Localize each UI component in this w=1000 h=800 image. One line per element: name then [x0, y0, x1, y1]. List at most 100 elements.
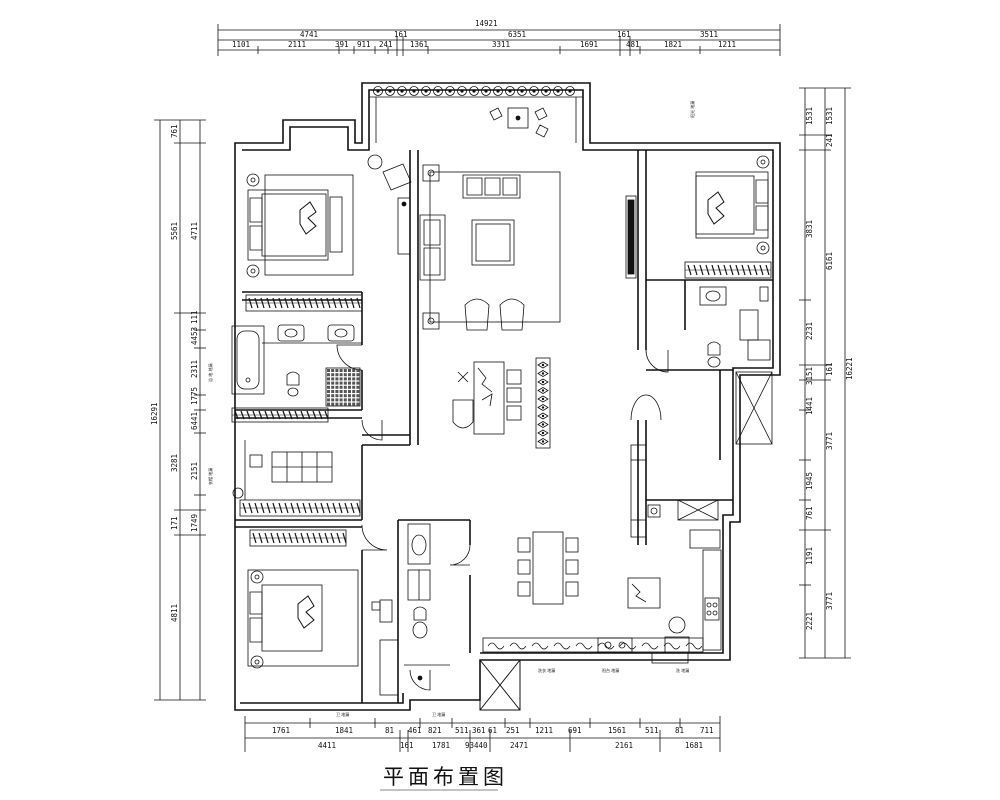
- dim-label: 391: [335, 40, 349, 49]
- shower-floor: [327, 369, 360, 406]
- dim-label: 161: [617, 30, 631, 39]
- bedroom-left-bottom: [247, 569, 399, 696]
- dim-label: 821: [428, 726, 442, 735]
- dim-label: 911: [357, 40, 371, 49]
- dining-area: [452, 357, 661, 609]
- plant-icon: [537, 412, 549, 420]
- dim-bottom-row2: 4411 161 1781 93440 2471 2161 1681: [318, 741, 703, 750]
- dim-label: 3771: [825, 592, 834, 610]
- wardrobes: [231, 261, 772, 547]
- dim-label: 6441: [190, 412, 199, 430]
- note-study: 衣帽 地漏: [207, 468, 213, 485]
- dim-bottom-row1: 1761 1841 81 461 821 511 361 61 251 1211…: [272, 726, 714, 735]
- plant-icon: [457, 86, 467, 96]
- note-kitchen-b: 阳台 地漏: [602, 667, 619, 673]
- left-dimensions: [154, 119, 206, 701]
- dim-label: 1681: [685, 741, 703, 750]
- dim-label: 1775: [190, 387, 199, 405]
- dim-label: 161: [400, 741, 414, 750]
- dim-label: 1211: [718, 40, 736, 49]
- dim-label: 4411: [318, 741, 336, 750]
- plant-icon: [537, 429, 549, 437]
- dim-label: 511: [645, 726, 659, 735]
- dim-label: 1761: [272, 726, 290, 735]
- dim-label: 161: [825, 362, 834, 376]
- dim-label: 4741: [300, 30, 318, 39]
- plant-icon: [537, 378, 549, 386]
- dim-label: 1945: [805, 472, 814, 490]
- note-kitchen-a: 洗衣 地漏: [538, 667, 555, 673]
- dim-label: 1441: [805, 397, 814, 415]
- dim-label: 4711: [190, 222, 199, 240]
- dim-label: 2311: [190, 360, 199, 378]
- bottom-dimensions: [244, 716, 721, 752]
- dim-label: 1749: [190, 514, 199, 532]
- dim-label: 4453: [190, 327, 199, 345]
- wardrobe: [684, 261, 772, 279]
- dim-label: 1691: [580, 40, 598, 49]
- dim-label: 6351: [508, 30, 526, 39]
- note-bath-small: 卫 地漏: [432, 711, 445, 717]
- dim-label: 1531: [805, 107, 814, 125]
- dim-label: 1781: [432, 741, 450, 750]
- counter-marble: [487, 642, 703, 650]
- dim-top-overall: 14921: [475, 19, 498, 28]
- plant-icon: [537, 421, 549, 428]
- dim-label: 241: [825, 133, 834, 147]
- dim-label: 3511: [700, 30, 718, 39]
- walls: [234, 82, 781, 711]
- bedroom-right: [695, 155, 771, 368]
- dim-label: 361: [472, 726, 486, 735]
- dim-right-row1: 1531 241 6161 161 3771 3771: [825, 107, 834, 610]
- plant-icon: [397, 86, 407, 96]
- top-balcony: [369, 96, 583, 143]
- dim-label: 2471: [510, 741, 528, 750]
- balcony-table: [489, 107, 549, 138]
- dim-label: 691: [568, 726, 582, 735]
- wardrobe: [239, 499, 361, 517]
- dim-label: 2231: [805, 322, 814, 340]
- dim-label: 3311: [492, 40, 510, 49]
- dim-label: 81: [385, 726, 394, 735]
- dim-label: 241: [379, 40, 393, 49]
- plant-icon: [445, 86, 455, 96]
- dim-label: 2151: [190, 462, 199, 480]
- dim-left-row1: 761 5561 3281 171 4811: [170, 124, 179, 622]
- dim-label: 711: [700, 726, 714, 735]
- plant-icon: [537, 387, 549, 394]
- dim-left-overall: 16291: [150, 402, 159, 425]
- wardrobe: [245, 294, 363, 312]
- top-dimensions: [217, 24, 781, 56]
- dim-label: 2221: [805, 612, 814, 630]
- dim-left-row2: 4711 111 4453 2311 1775 6441 2151 1749: [190, 222, 199, 532]
- study-room: [232, 440, 333, 500]
- dim-label: 3151: [805, 367, 814, 385]
- dim-label: 251: [506, 726, 520, 735]
- drawing-title: 平面布置图: [383, 765, 508, 789]
- dim-right-row2: 1531 3831 2231 3151 1441 1945 761 1191 2…: [805, 107, 814, 630]
- dim-top-row1: 4741 161 6351 161 3511: [300, 30, 718, 39]
- plant-icon: [541, 86, 551, 96]
- balcony-box: [479, 659, 521, 711]
- dim-label: 161: [394, 30, 408, 39]
- dim-label: 111: [190, 310, 199, 324]
- dim-label: 1531: [825, 107, 834, 125]
- plant-icon: [409, 86, 419, 96]
- dim-label: 6161: [825, 252, 834, 270]
- dim-label: 2161: [615, 741, 633, 750]
- dim-label: 481: [626, 40, 640, 49]
- dim-label: 3831: [805, 220, 814, 238]
- dim-label: 1361: [410, 40, 428, 49]
- plant-icon: [537, 370, 549, 377]
- plant-icon: [537, 404, 549, 411]
- dim-label: 2111: [288, 40, 306, 49]
- note-kitchen-c: 洗 地漏: [676, 667, 689, 673]
- plant-icon: [421, 86, 431, 96]
- plant-icon: [385, 86, 395, 96]
- plant-icon: [469, 86, 479, 96]
- plant-icon: [373, 86, 383, 96]
- dim-label: 4811: [170, 604, 179, 622]
- dim-label: 171: [170, 516, 179, 530]
- plant-icon: [537, 395, 549, 403]
